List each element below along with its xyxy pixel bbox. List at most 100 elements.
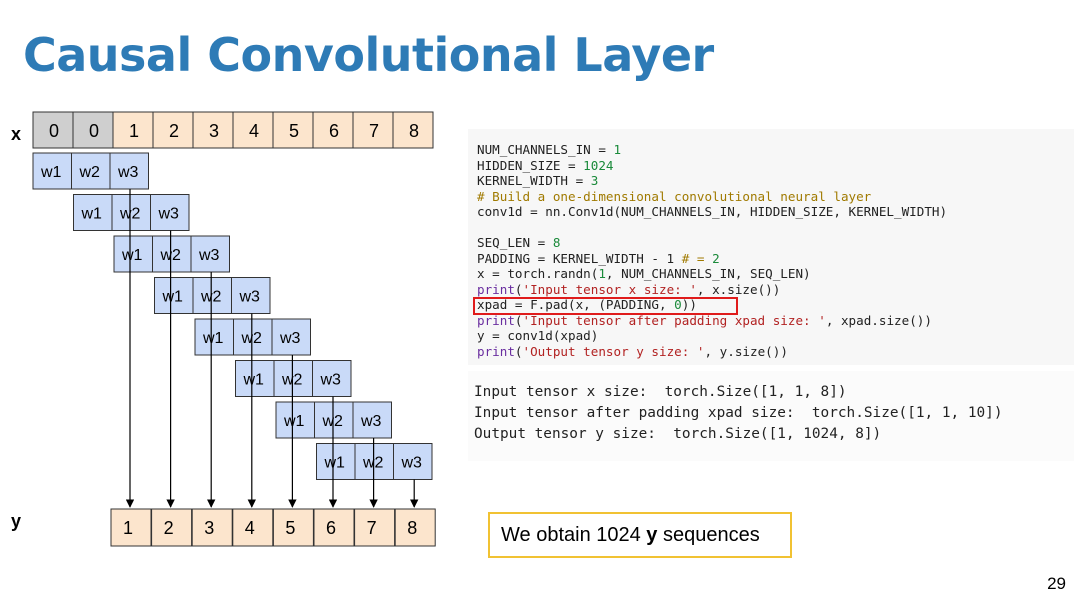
code-line: conv1d = nn.Conv1d(NUM_CHANNELS_IN, HIDD…	[477, 204, 948, 219]
code-line: y = conv1d(xpad)	[477, 328, 599, 343]
kernel-row: w1 w2 w3	[32, 152, 149, 190]
x-axis-label: x	[11, 124, 21, 144]
code-line: SEQ_LEN = 8	[477, 235, 561, 250]
kernel-weight-label: w3	[158, 206, 180, 223]
code-line: # Build a one-dimensional convolutional …	[477, 188, 872, 204]
x-cell-label: 4	[249, 121, 259, 141]
x-cell-label: 7	[369, 121, 379, 141]
kernel-weight-label: w1	[324, 455, 346, 472]
y-cell: 7	[354, 508, 396, 547]
y-cell: 6	[313, 508, 355, 547]
note-text: We obtain 1024 y sequences	[501, 524, 760, 547]
x-cell: 2	[152, 111, 194, 149]
note-box: We obtain 1024 y sequences	[488, 512, 792, 558]
page-number: 29	[1047, 574, 1066, 593]
x-cell-label: 6	[329, 121, 339, 141]
kernel-weight-label: w1	[283, 413, 305, 430]
y-cell-label: 5	[285, 518, 295, 538]
y-cell: 8	[394, 508, 436, 547]
kernel-weight-label: w3	[401, 455, 423, 472]
kernel-weight-label: w2	[79, 164, 101, 181]
output-line: Output tensor y size: torch.Size([1, 102…	[474, 426, 882, 442]
input-sequence-row: 0 0 1 2 3 4 5 6 7 8	[32, 111, 434, 149]
x-cell: 5	[272, 111, 314, 149]
x-cell: 7	[352, 111, 394, 149]
output-line: Input tensor x size: torch.Size([1, 1, 8…	[474, 384, 847, 400]
output-line: Input tensor after padding xpad size: to…	[474, 405, 1003, 421]
kernel-row: w1 w2 w3	[235, 360, 352, 397]
output-sequence-row: 1 2 3 4 5 6 7 8	[110, 508, 436, 547]
kernel-weight-label: w1	[40, 164, 62, 181]
x-cell: 8	[392, 111, 434, 149]
output-block: Input tensor x size: torch.Size([1, 1, 8…	[474, 382, 1003, 445]
x-cell-label: 3	[209, 121, 219, 141]
y-cell: 5	[272, 508, 314, 547]
causal-conv-diagram: x y 0 0 1 2 3 4 5 6 7 8 w1 w2 w3 w1 w2 w3 w1 w2 w3 w1 w2 w3 w…	[11, 111, 436, 547]
code-line: HIDDEN_SIZE = 1024	[477, 157, 614, 173]
kernel-weight-label: w2	[322, 413, 344, 430]
y-cell-label: 7	[367, 518, 377, 538]
x-cell: 0	[72, 111, 114, 149]
highlight-box	[473, 297, 738, 315]
y-cell-label: 8	[407, 518, 417, 538]
y-cell: 4	[232, 508, 274, 547]
code-line: print('Output tensor y size: ', y.size()…	[477, 343, 788, 359]
kernel-weight-label: w2	[281, 372, 303, 389]
code-line: KERNEL_WIDTH = 3	[477, 173, 599, 188]
kernel-weight-label: w3	[239, 289, 261, 306]
kernel-weight-label: w2	[362, 455, 384, 472]
y-cell: 3	[191, 508, 233, 547]
y-cell-label: 4	[245, 518, 255, 538]
output-panel: Input tensor x size: torch.Size([1, 1, 8…	[468, 371, 1074, 461]
y-axis-label: y	[11, 511, 21, 531]
kernel-row: w1 w2 w3	[275, 401, 392, 439]
note-prefix: We obtain 1024	[501, 524, 647, 546]
x-cell-label: 0	[89, 121, 99, 141]
kernel-weight-label: w3	[117, 164, 139, 181]
y-cell-label: 6	[326, 518, 336, 538]
x-cell: 4	[232, 111, 274, 149]
y-cell-label: 1	[123, 518, 133, 538]
kernel-row: w1 w2 w3	[316, 443, 433, 480]
code-line: NUM_CHANNELS_IN = 1	[477, 142, 622, 157]
x-cell-label: 8	[409, 121, 419, 141]
code-line: xpad = F.pad(x, (PADDING, 0))	[477, 297, 697, 312]
x-cell: 1	[112, 111, 154, 149]
note-suffix: sequences	[657, 524, 760, 546]
x-cell: 0	[32, 111, 74, 149]
y-cell-label: 3	[204, 518, 214, 538]
kernel-weight-label: w1	[162, 289, 184, 306]
x-cell: 3	[192, 111, 234, 149]
kernel-weight-label: w3	[279, 330, 301, 347]
arrows	[125, 189, 419, 508]
x-cell-label: 1	[129, 121, 139, 141]
code-line: print('Input tensor x size: ', x.size())	[477, 281, 781, 297]
kernel-weight-label: w1	[202, 330, 224, 347]
x-cell: 6	[312, 111, 354, 149]
kernel-weight-label: w1	[243, 372, 265, 389]
slide-title: Causal Convolutional Layer	[23, 28, 714, 82]
y-cell: 2	[151, 508, 193, 547]
x-cell-label: 2	[169, 121, 179, 141]
x-cell-label: 0	[49, 121, 59, 141]
code-line: print('Input tensor after padding xpad s…	[477, 312, 932, 328]
kernel-weight-label: w3	[198, 247, 220, 264]
y-cell: 1	[110, 508, 152, 547]
x-cell-label: 5	[289, 121, 299, 141]
code-line: PADDING = KERNEL_WIDTH - 1 # = 2	[477, 250, 720, 266]
code-line	[477, 220, 947, 236]
code-line: x = torch.randn(1, NUM_CHANNELS_IN, SEQ_…	[477, 266, 811, 281]
kernel-weight-label: w3	[360, 413, 382, 430]
kernel-weight-label: w1	[121, 247, 143, 264]
y-cell-label: 2	[164, 518, 174, 538]
kernel-weight-label: w3	[320, 372, 342, 389]
kernel-weight-label: w1	[81, 206, 103, 223]
note-bold: y	[646, 524, 658, 546]
